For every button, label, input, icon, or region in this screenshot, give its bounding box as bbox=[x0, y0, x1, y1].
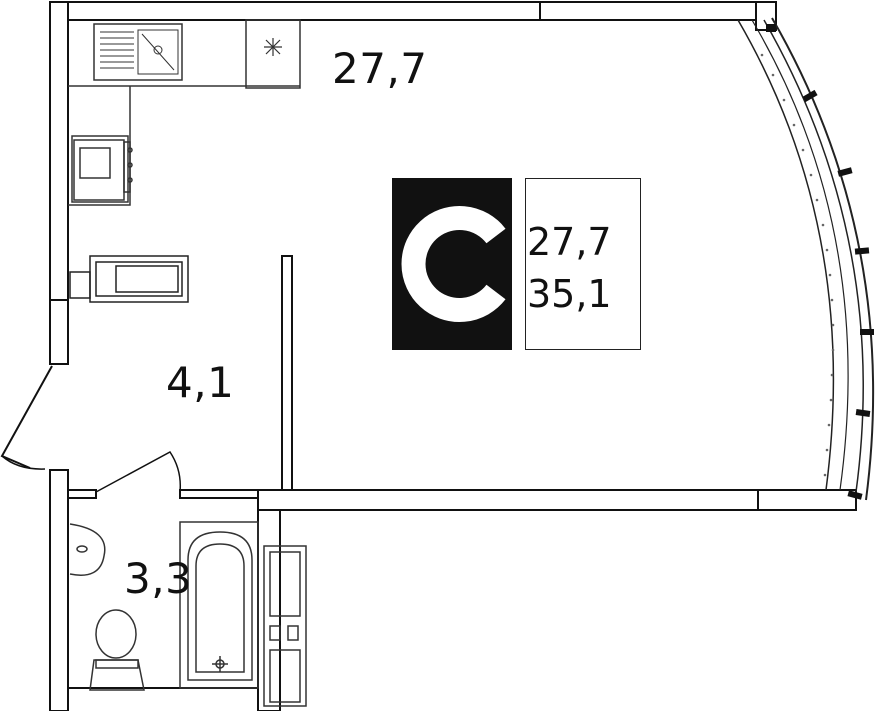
bottom-wall bbox=[257, 489, 857, 511]
bathroom-fixtures bbox=[69, 521, 307, 707]
bath-cabinet bbox=[263, 545, 307, 707]
fridge bbox=[245, 19, 301, 89]
kitchen-counter bbox=[68, 19, 301, 206]
apartment-type-badge: 27,7 35,1 bbox=[392, 178, 642, 350]
bathroom-area: 3,3 bbox=[124, 554, 193, 603]
hall-cabinet bbox=[69, 255, 189, 303]
bathtub bbox=[179, 521, 259, 689]
studio-letter-icon bbox=[401, 206, 506, 322]
badge-dark-block bbox=[392, 178, 512, 350]
hall-area: 4,1 bbox=[166, 358, 235, 407]
sink bbox=[93, 23, 183, 81]
entrance-door bbox=[0, 365, 53, 469]
left-wall-upper bbox=[49, 1, 69, 365]
stove bbox=[71, 135, 129, 203]
toilet bbox=[89, 609, 145, 691]
badge-living-area: 27,7 bbox=[527, 220, 612, 264]
top-wall bbox=[67, 1, 757, 21]
living-room-area: 27,7 bbox=[332, 44, 428, 93]
badge-total-area: 35,1 bbox=[527, 272, 612, 316]
bathroom-door bbox=[95, 451, 182, 493]
curved-window bbox=[737, 17, 875, 501]
washbasin bbox=[69, 523, 106, 576]
badge-values-box: 27,7 35,1 bbox=[525, 178, 641, 350]
left-wall-lower bbox=[49, 469, 69, 711]
partition-wall bbox=[281, 255, 293, 491]
